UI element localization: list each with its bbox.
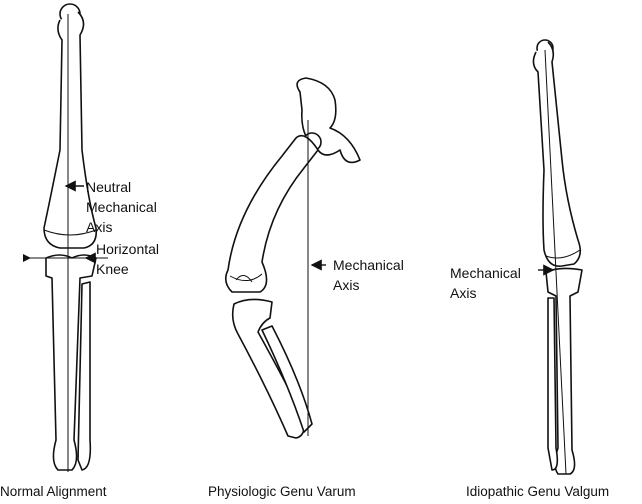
label-varum-axis: Mechanical Axis bbox=[333, 255, 404, 295]
label-line: Mechanical bbox=[333, 257, 404, 273]
femur bbox=[224, 134, 319, 293]
fibula bbox=[547, 297, 559, 471]
label-line: Horizontal bbox=[96, 241, 160, 257]
label-line: Knee bbox=[96, 261, 129, 277]
fibula bbox=[261, 325, 313, 433]
normal-leg-drawing bbox=[23, 3, 108, 472]
label-line: Axis bbox=[333, 277, 360, 293]
caption-genu-valgum: Idiopathic Genu Valgum bbox=[466, 484, 610, 499]
varum-leg-drawing bbox=[224, 77, 361, 439]
label-normal-axis: Neutral Mechanical Axis bbox=[86, 177, 157, 237]
valgum-leg-drawing bbox=[532, 39, 583, 475]
label-horizontal-knee: Horizontal Knee bbox=[96, 239, 159, 279]
caption-normal-alignment: Normal Alignment bbox=[0, 484, 107, 499]
label-line: Neutral bbox=[86, 179, 132, 195]
label-line: Mechanical bbox=[86, 199, 157, 215]
label-line: Axis bbox=[86, 219, 113, 235]
label-line: Axis bbox=[450, 285, 477, 301]
fibula bbox=[77, 281, 92, 471]
label-line: Mechanical bbox=[450, 265, 521, 281]
label-valgum-axis: Mechanical Axis bbox=[450, 263, 521, 303]
mechanical-axis-line bbox=[544, 49, 567, 475]
tibia bbox=[231, 298, 306, 439]
caption-genu-varum: Physiologic Genu Varum bbox=[208, 484, 356, 499]
femur bbox=[43, 11, 98, 249]
femur bbox=[532, 41, 582, 267]
